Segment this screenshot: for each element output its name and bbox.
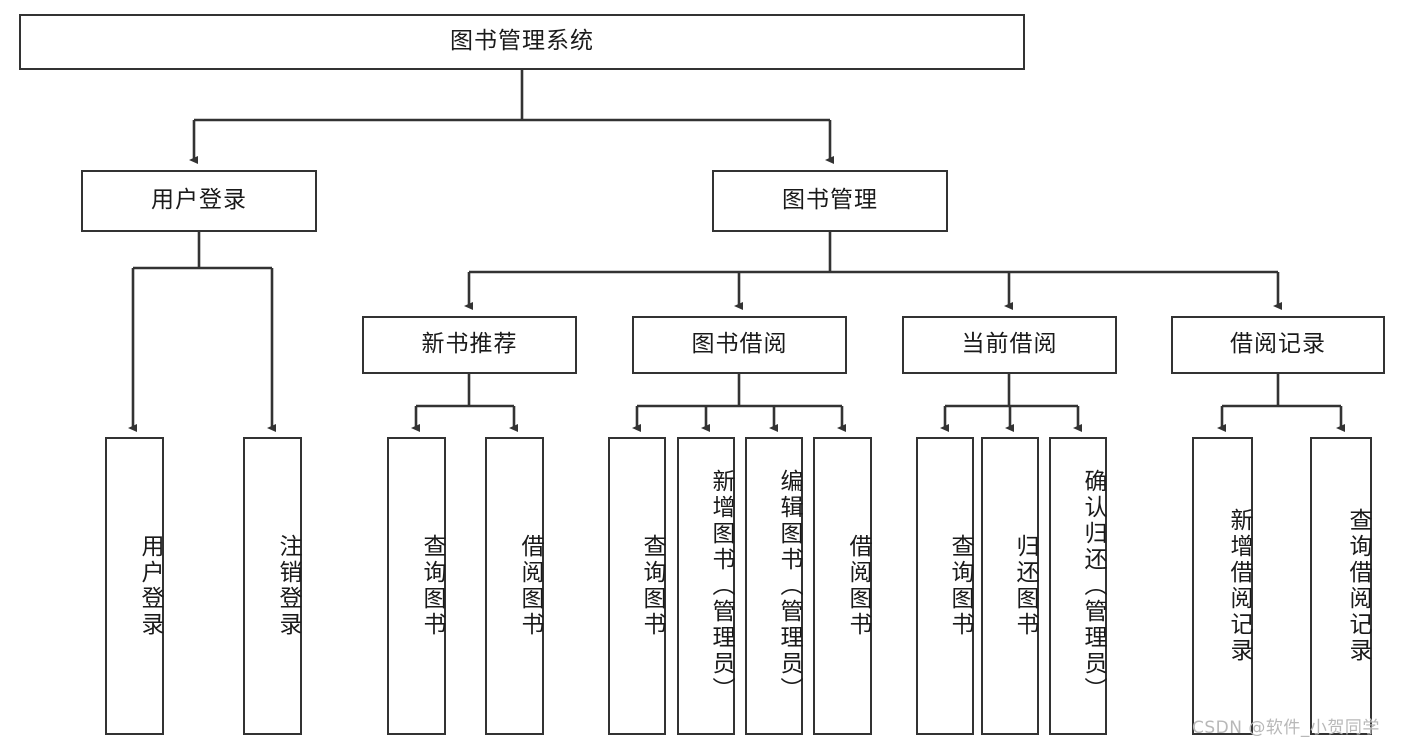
leaf-add-borrow-record[interactable]: 新增借阅记录	[1192, 437, 1253, 735]
leaf-logout[interactable]: 注销登录	[243, 437, 302, 735]
leaf-return-book[interactable]: 归还图书	[981, 437, 1039, 735]
node-current-borrow-label: 当前借阅	[961, 331, 1058, 358]
leaf-query-book-current[interactable]: 查询图书	[916, 437, 974, 735]
node-new-book-recommend[interactable]: 新书推荐	[362, 316, 577, 374]
node-root[interactable]: 图书管理系统	[19, 14, 1025, 70]
leaf-user-login-label: 用户登录	[137, 534, 163, 638]
leaf-query-book-borrow[interactable]: 查询图书	[608, 437, 666, 735]
leaf-query-book-recommend[interactable]: 查询图书	[387, 437, 446, 735]
node-book-borrow[interactable]: 图书借阅	[632, 316, 847, 374]
leaf-logout-label: 注销登录	[275, 534, 301, 638]
node-borrow-record[interactable]: 借阅记录	[1171, 316, 1385, 374]
node-root-label: 图书管理系统	[450, 28, 594, 55]
leaf-add-book-admin-label: 新增图书（管理员）	[708, 469, 734, 703]
leaf-user-login[interactable]: 用户登录	[105, 437, 164, 735]
leaf-confirm-return-admin-label: 确认归还（管理员）	[1080, 469, 1106, 703]
leaf-edit-book-admin-label: 编辑图书（管理员）	[776, 469, 802, 703]
leaf-query-borrow-record[interactable]: 查询借阅记录	[1310, 437, 1372, 735]
leaf-query-book-recommend-label: 查询图书	[419, 534, 445, 638]
node-user-login-label: 用户登录	[151, 187, 247, 214]
node-new-book-recommend-label: 新书推荐	[421, 331, 518, 358]
leaf-borrow-book[interactable]: 借阅图书	[813, 437, 872, 735]
leaf-add-borrow-record-label: 新增借阅记录	[1226, 508, 1252, 664]
leaf-borrow-book-recommend[interactable]: 借阅图书	[485, 437, 544, 735]
node-book-borrow-label: 图书借阅	[691, 331, 788, 358]
node-book-management[interactable]: 图书管理	[712, 170, 948, 232]
node-borrow-record-label: 借阅记录	[1230, 331, 1326, 358]
leaf-borrow-book-label: 借阅图书	[845, 534, 871, 638]
node-book-management-label: 图书管理	[782, 187, 878, 214]
leaf-query-book-borrow-label: 查询图书	[639, 534, 665, 638]
leaf-add-book-admin[interactable]: 新增图书（管理员）	[677, 437, 735, 735]
leaf-confirm-return-admin[interactable]: 确认归还（管理员）	[1049, 437, 1107, 735]
node-user-login[interactable]: 用户登录	[81, 170, 317, 232]
leaf-return-book-label: 归还图书	[1012, 534, 1038, 638]
leaf-query-book-current-label: 查询图书	[947, 534, 973, 638]
leaf-query-borrow-record-label: 查询借阅记录	[1345, 508, 1371, 664]
leaf-edit-book-admin[interactable]: 编辑图书（管理员）	[745, 437, 803, 735]
leaf-borrow-book-recommend-label: 借阅图书	[517, 534, 543, 638]
node-current-borrow[interactable]: 当前借阅	[902, 316, 1117, 374]
